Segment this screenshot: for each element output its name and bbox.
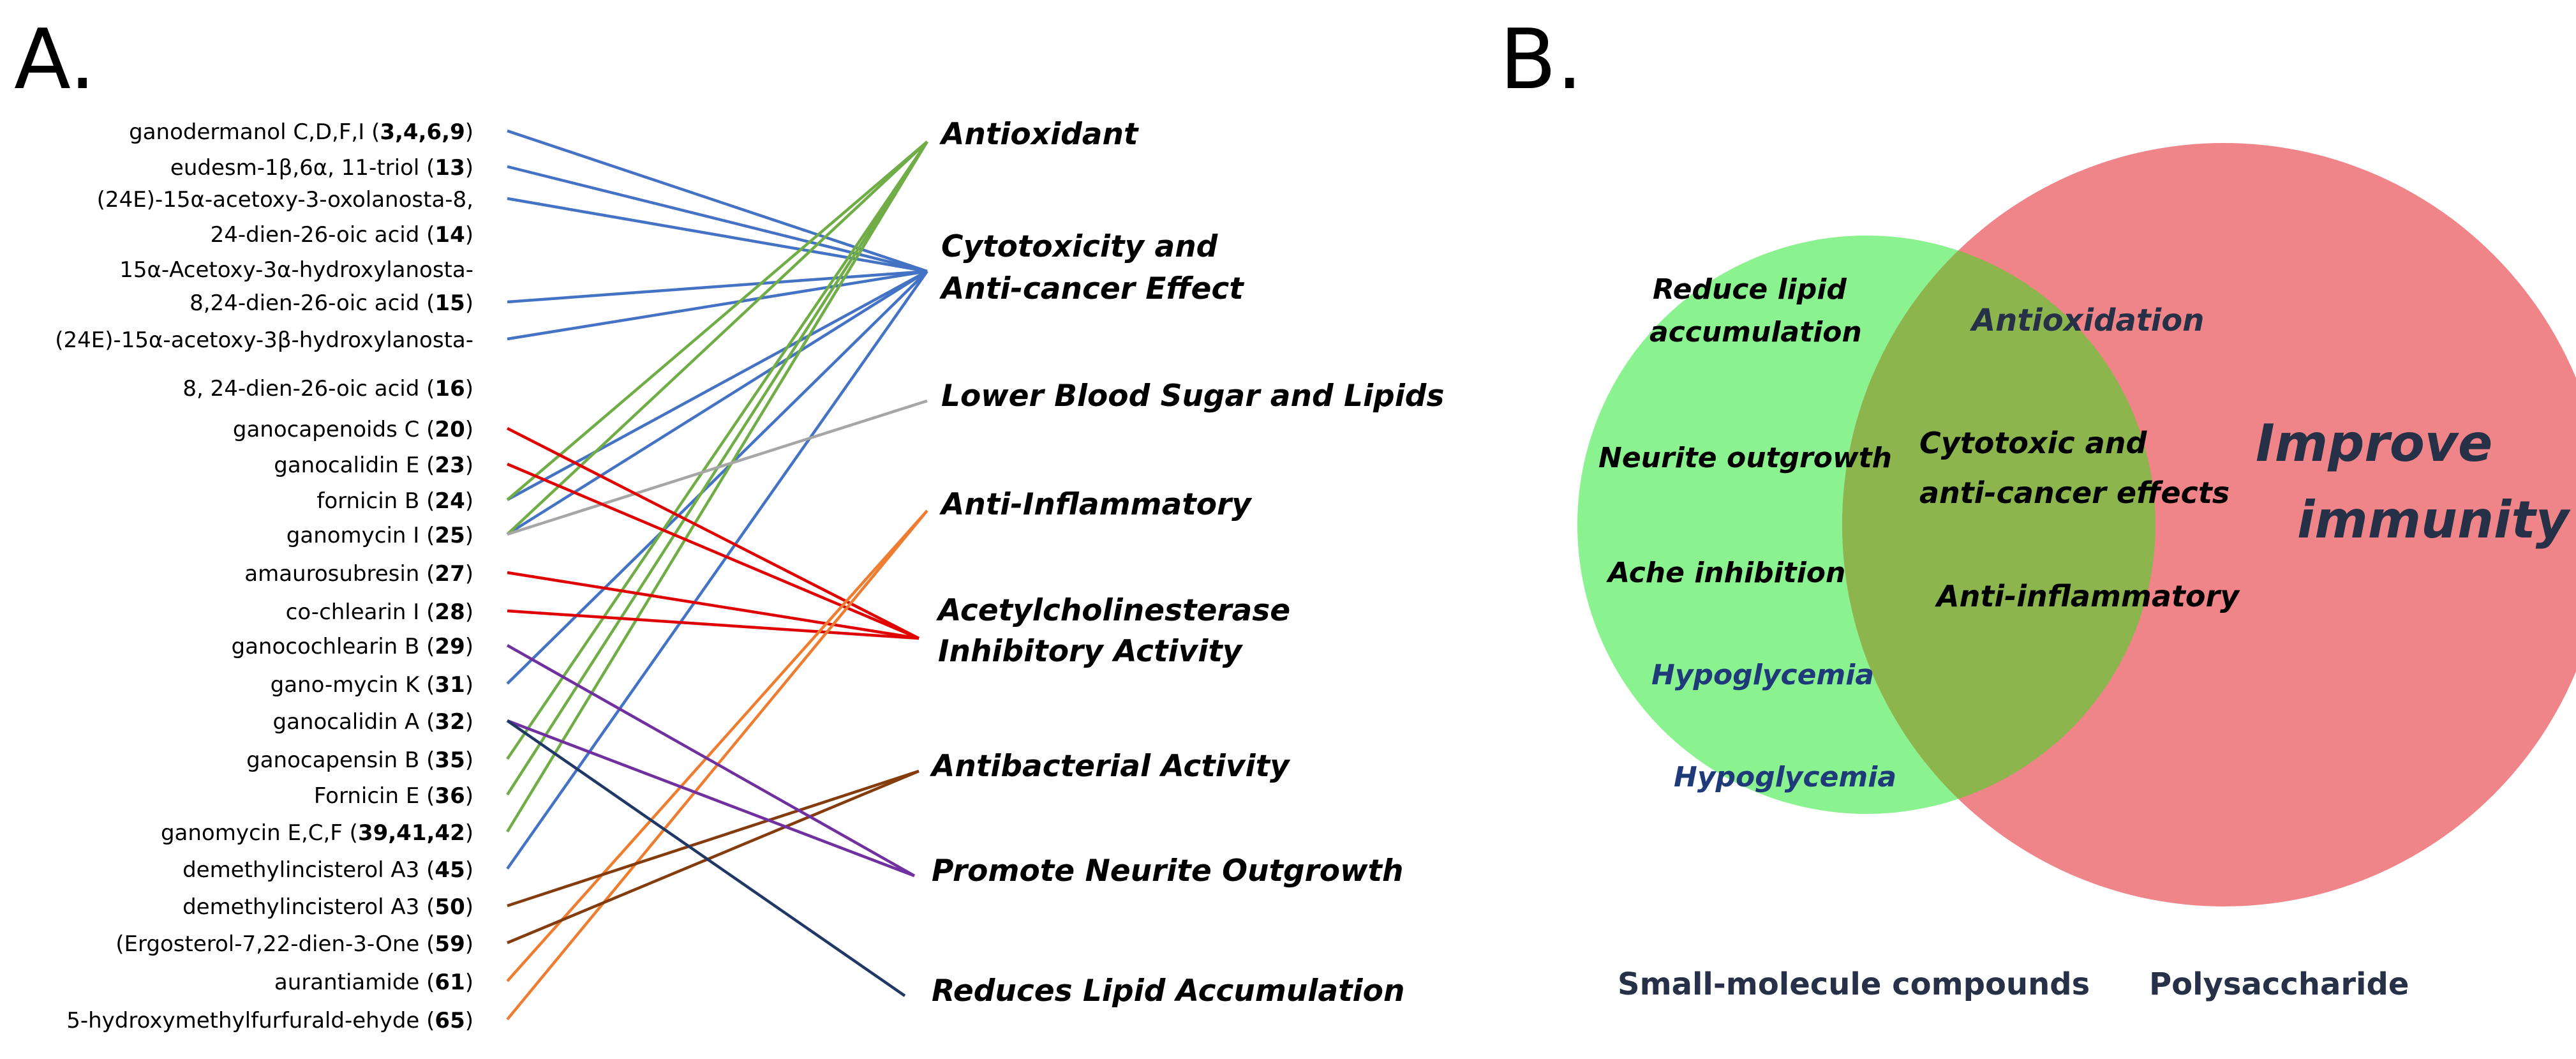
venn-left-item: accumulation xyxy=(1649,316,1862,349)
compound-label: Fornicin E (36) xyxy=(314,783,473,809)
compound-list: ganodermanol C,D,F,I (3,4,6,9) eudesm-1β,… xyxy=(55,119,473,1033)
panel-a: A. ganodermanol C,D,F,I (3,4,6,9) eudesm-… xyxy=(14,11,1444,1033)
venn-left-item: Hypoglycemia xyxy=(1674,761,1896,793)
compound-label: ganocalidin E (23) xyxy=(274,453,473,478)
link-line-green xyxy=(506,140,928,536)
compound-label: ganodermanol C,D,F,I (3,4,6,9) xyxy=(129,119,473,145)
link-line-blue xyxy=(507,269,928,304)
activity-label: Antibacterial Activity xyxy=(929,749,1291,784)
venn-left-item: Ache inhibition xyxy=(1606,557,1845,589)
compound-label: (24E)-15α-acetoxy-3-oxolanosta-8, xyxy=(97,187,473,213)
compound-label: demethylincisterol A3 (50) xyxy=(182,894,473,920)
venn-right-item: Improve xyxy=(2256,414,2492,473)
compound-label: 8,24-dien-26-oic acid (15) xyxy=(190,290,473,316)
venn-left-item: Hypoglycemia xyxy=(1651,659,1874,691)
link-line-green xyxy=(506,140,928,501)
venn-left-item: Reduce lipid xyxy=(1653,273,1847,306)
compound-label: ganocapenoids C (20) xyxy=(233,417,473,442)
compound-label: aurantiamide (61) xyxy=(274,970,473,995)
link-line-navy xyxy=(506,719,906,997)
venn-right-item: immunity xyxy=(2297,490,2571,550)
link-line-blue xyxy=(507,165,928,273)
link-line-blue xyxy=(506,270,928,685)
activity-label: Lower Blood Sugar and Lipids xyxy=(941,379,1444,414)
venn-right-caption: Polysaccharide xyxy=(2149,966,2409,1002)
link-line-orange xyxy=(506,509,928,982)
compound-label: 5-hydroxymethylfurfurald-ehyde (65) xyxy=(66,1008,473,1033)
venn-overlap-item: Cytotoxic and xyxy=(1919,426,2147,460)
panel-b: B. Reduce lipid accumulation Neurite out… xyxy=(1500,11,2576,1002)
activity-label: Inhibitory Activity xyxy=(938,634,1244,669)
link-line-brown xyxy=(507,769,919,945)
link-line-red xyxy=(507,462,919,640)
compound-label: co-chlearin I (28) xyxy=(286,599,473,625)
link-line-blue xyxy=(506,270,928,501)
compound-label: ganomycin I (25) xyxy=(287,523,473,548)
link-line-blue xyxy=(507,129,928,273)
link-line-brown xyxy=(507,769,919,908)
venn-overlap xyxy=(1842,236,2155,814)
compound-label: (24E)-15α-acetoxy-3β-hydroxylanosta- xyxy=(55,327,473,353)
link-line-purple xyxy=(507,719,915,878)
link-line-blue xyxy=(506,270,928,536)
link-line-green xyxy=(506,140,928,760)
activity-label: Cytotoxicity and xyxy=(941,229,1219,264)
compound-label: ganocalidin A (32) xyxy=(272,709,473,735)
compound-label: (Ergosterol-7,22-dien-3-One (59) xyxy=(115,931,473,957)
venn-overlap-item: Anti-inflammatory xyxy=(1935,579,2240,613)
venn-left-item: Neurite outgrowth xyxy=(1598,442,1892,474)
compound-label: ganocapensin B (35) xyxy=(246,747,473,773)
activity-label: Antioxidant xyxy=(939,117,1139,152)
link-line-green xyxy=(506,140,928,833)
link-line-blue xyxy=(507,269,928,341)
activity-label: Acetylcholinesterase xyxy=(935,593,1290,628)
activity-label: Promote Neurite Outgrowth xyxy=(932,853,1403,889)
panel-b-label: B. xyxy=(1500,11,1583,108)
compound-label: gano-mycin K (31) xyxy=(271,672,473,698)
compound-label: 8, 24-dien-26-oic acid (16) xyxy=(182,376,473,402)
link-line-red xyxy=(507,571,919,640)
venn-overlap-item: anti-cancer effects xyxy=(1919,476,2230,510)
link-line-purple xyxy=(506,644,916,877)
compound-label: 24-dien-26-oic acid (14) xyxy=(211,222,473,248)
activity-label: Anti-cancer Effect xyxy=(939,271,1244,306)
activity-label: Anti-Inflammatory xyxy=(939,487,1253,522)
venn-left-caption: Small-molecule compounds xyxy=(1618,966,2090,1002)
link-lines xyxy=(506,129,928,1021)
link-line-blue xyxy=(506,270,928,870)
venn-overlap-item: Antioxidation xyxy=(1969,303,2204,338)
panel-a-label: A. xyxy=(14,11,96,108)
link-line-red xyxy=(507,609,919,640)
compound-label: eudesm-1β,6α, 11-triol (13) xyxy=(170,155,473,181)
compound-label: fornicin B (24) xyxy=(316,488,473,514)
compound-label: demethylincisterol A3 (45) xyxy=(182,857,473,883)
compound-label: ganomycin E,C,F (39,41,42) xyxy=(161,820,473,846)
link-line-gray xyxy=(507,399,928,536)
compound-label: amaurosubresin (27) xyxy=(244,561,473,587)
compound-label: ganocochlearin B (29) xyxy=(232,634,473,659)
activity-label: Reduces Lipid Accumulation xyxy=(932,973,1404,1009)
compound-label: 15α-Acetoxy-3α-hydroxylanosta- xyxy=(119,257,473,283)
